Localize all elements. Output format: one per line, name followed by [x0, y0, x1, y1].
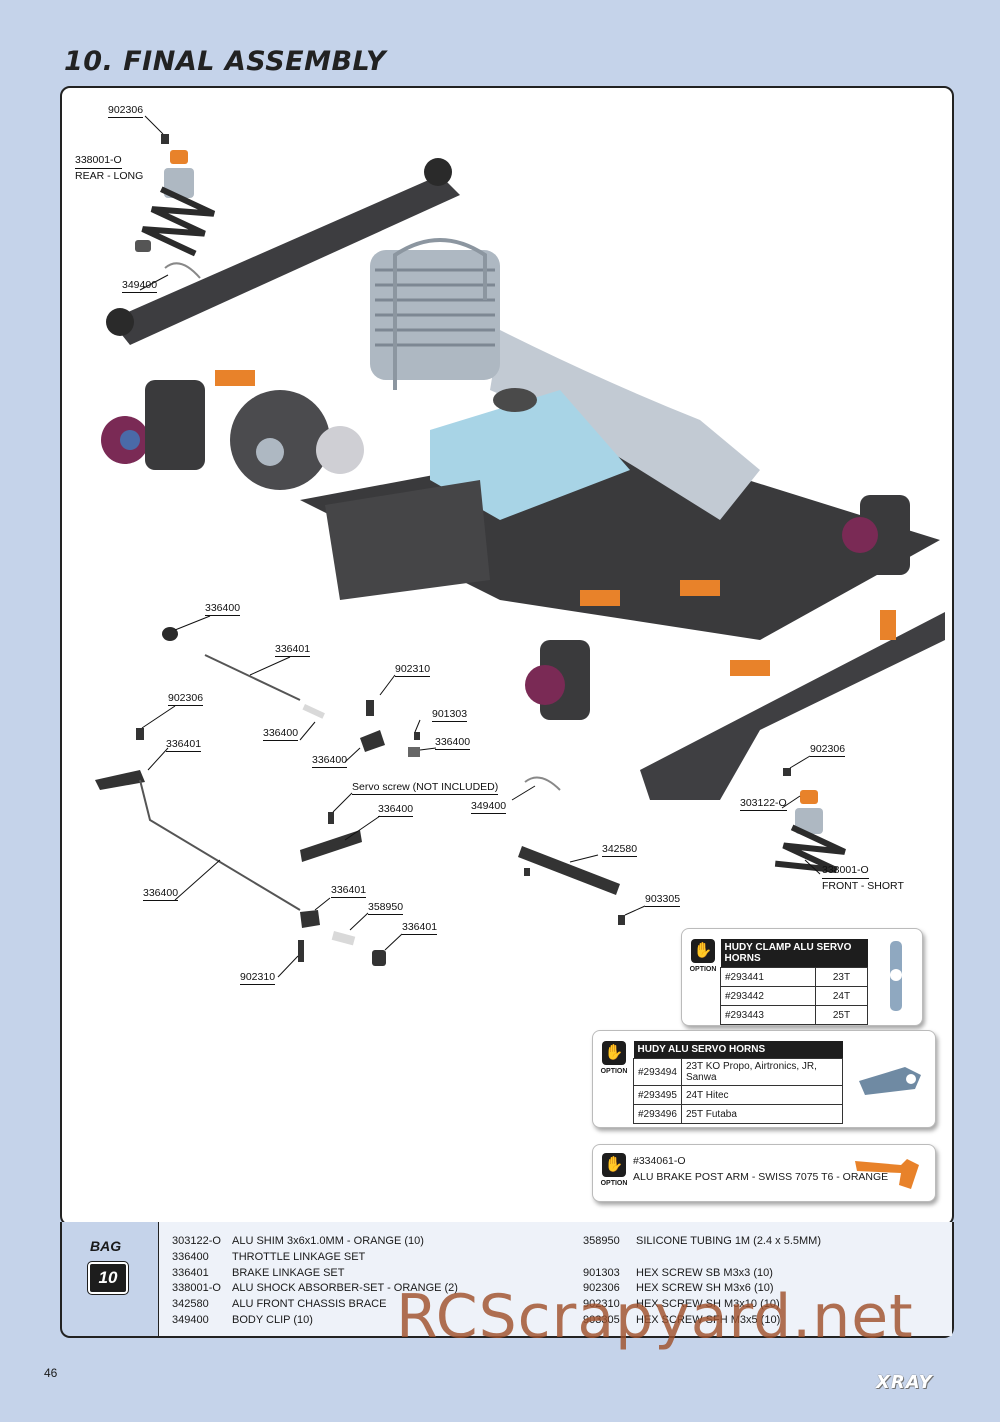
callout-342580: 342580	[602, 843, 638, 857]
brake-arm-desc: ALU BRAKE POST ARM - SWISS 7075 T6 - ORA…	[633, 1171, 889, 1183]
front-bumper	[640, 612, 945, 800]
callout-336400-c: 336400	[435, 736, 471, 750]
callout-903305: 903305	[645, 893, 681, 907]
callout-349400-top: 349400	[122, 279, 158, 293]
callout-902306-top: 902306	[108, 104, 144, 118]
thumbs-up-icon: ✋	[602, 1041, 626, 1065]
page-title: 10. FINAL ASSEMBLY	[64, 46, 387, 77]
callout-303122: 303122-O	[740, 797, 787, 811]
callout-336401-d: 336401	[402, 921, 438, 935]
callout-336401-a: 336401	[275, 643, 311, 657]
callout-902310-b: 902310	[240, 971, 276, 985]
radio-box	[325, 480, 490, 600]
car-assembly-illustration	[95, 115, 945, 978]
bag-label: BAG	[90, 1238, 122, 1254]
callout-336400-f: 336400	[143, 887, 179, 901]
option-brake-post-arm: ✋ OPTION #334061-O ALU BRAKE POST ARM - …	[592, 1144, 936, 1202]
callout-349400-mid: 349400	[471, 800, 507, 814]
callout-902306-front: 902306	[810, 743, 846, 757]
page-number: 46	[44, 1366, 58, 1380]
brake-arm-code: #334061-O	[633, 1155, 686, 1167]
front-shock	[774, 790, 846, 874]
callout-336400-e: 336400	[378, 803, 414, 817]
thumbs-up-icon: ✋	[602, 1153, 626, 1177]
bag-number: 10	[87, 1261, 129, 1295]
option-badge: ✋ OPTION	[597, 1153, 631, 1187]
brake-arm-image	[855, 1159, 919, 1189]
clamp-horn-image	[890, 941, 902, 1011]
rear-shock	[135, 150, 216, 257]
engine	[370, 238, 500, 390]
leader-lines	[139, 115, 821, 978]
callout-902310-a: 902310	[395, 663, 431, 677]
callout-358950: 358950	[368, 901, 404, 915]
callout-336400-b: 336400	[263, 727, 299, 741]
callout-336401-b: 336401	[166, 738, 202, 752]
watermark: RCScrapyard.net	[396, 1282, 914, 1352]
brand-logo: XRAY	[876, 1372, 933, 1393]
callout-336400-a: 336400	[205, 602, 241, 616]
servo-horns-header: HUDY ALU SERVO HORNS	[633, 1041, 843, 1059]
callout-servo-screw: Servo screw (NOT INCLUDED)	[352, 781, 499, 795]
servo-horn-image	[859, 1067, 921, 1095]
option-badge: ✋ OPTION	[597, 1041, 631, 1075]
callout-902306-mid: 902306	[168, 692, 204, 706]
option-badge: ✋ OPTION	[686, 939, 720, 973]
rear-brace	[110, 175, 460, 345]
exhaust-pipe	[490, 330, 760, 520]
callout-336400-d: 336400	[312, 754, 348, 768]
spur-gear	[230, 390, 330, 490]
thumbs-up-icon: ✋	[691, 939, 715, 963]
clamp-horns-header: HUDY CLAMP ALU SERVO HORNS	[720, 939, 868, 968]
callout-901303: 901303	[432, 708, 468, 722]
linkage-parts	[95, 134, 791, 966]
list-item	[583, 1250, 821, 1266]
option-clamp-servo-horns: ✋ OPTION HUDY CLAMP ALU SERVO HORNS #293…	[681, 928, 923, 1026]
callout-336401-c: 336401	[331, 884, 367, 898]
